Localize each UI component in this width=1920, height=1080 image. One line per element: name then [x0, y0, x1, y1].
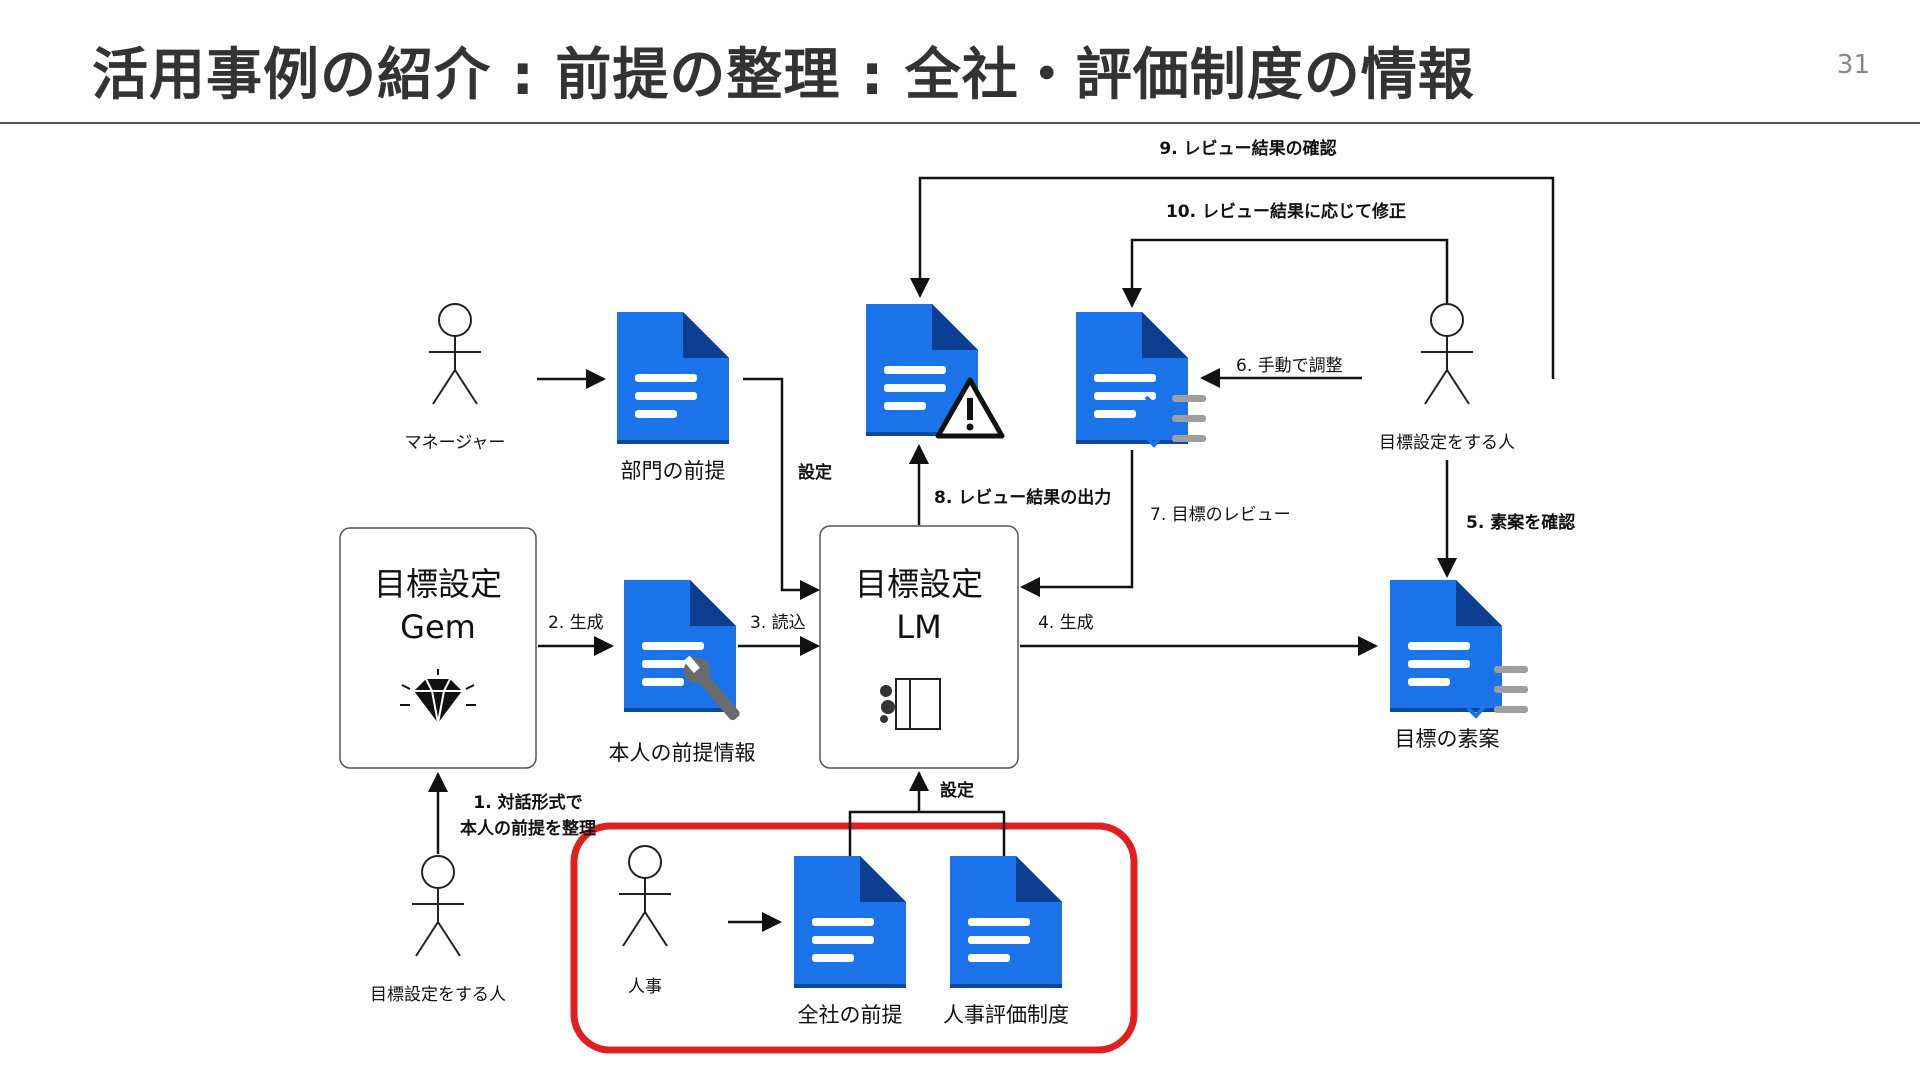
- step-8-label: 8. レビュー結果の出力: [934, 487, 1111, 508]
- doc-review-result[interactable]: [866, 304, 1005, 439]
- step-1-label-line1: 1. 対話形式で: [473, 792, 582, 813]
- doc-company-premise[interactable]: [794, 856, 906, 988]
- step-6-label: 6. 手動で調整: [1236, 356, 1343, 376]
- slide-title: 活用事例の紹介 : 前提の整理 : 全社・評価制度の情報: [92, 43, 1475, 108]
- document-icon: [950, 856, 1062, 988]
- warning-icon: [935, 377, 1005, 439]
- doc-goal-draft-label: 目標の素案: [1395, 727, 1500, 751]
- page-number: 31: [1836, 50, 1870, 80]
- document-icon: [1390, 580, 1502, 712]
- step-3-label: 3. 読込: [750, 613, 806, 633]
- gem-box-line1: 目標設定: [374, 565, 502, 603]
- lm-box-line2: LM: [896, 608, 941, 646]
- goal-setter-bottom-person-icon: [411, 855, 465, 957]
- document-icon: [617, 312, 729, 444]
- doc-hr-evaluation-label: 人事評価制度: [943, 1003, 1069, 1027]
- gem-icon: [400, 669, 476, 724]
- actor-manager-label: マネージャー: [405, 433, 506, 453]
- actor-goal-setter-bottom-label: 目標設定をする人: [370, 985, 506, 1005]
- setting-bottom-label: 設定: [940, 780, 974, 801]
- doc-adjusted-goal[interactable]: [1076, 312, 1208, 447]
- hr-person-icon: [618, 845, 672, 947]
- doc-hr-evaluation[interactable]: [950, 856, 1062, 988]
- manager-person-icon: [428, 303, 482, 405]
- doc-dept-premise[interactable]: [617, 312, 729, 444]
- doc-dept-premise-label: 部門の前提: [621, 459, 726, 483]
- highlight-frame: [570, 822, 1138, 1054]
- gem-box[interactable]: 目標設定 Gem: [339, 527, 537, 769]
- step-4-label: 4. 生成: [1038, 613, 1094, 633]
- connectors: [428, 176, 1555, 932]
- document-icon: [794, 856, 906, 988]
- title-divider: [0, 122, 1920, 124]
- goal-setter-right-person-icon: [1420, 303, 1474, 405]
- step-9-label: 9. レビュー結果の確認: [1159, 138, 1336, 159]
- doc-personal-premise-label: 本人の前提情報: [609, 741, 756, 765]
- actor-goal-setter-right-label: 目標設定をする人: [1379, 433, 1515, 453]
- step-5-label: 5. 素案を確認: [1466, 512, 1575, 533]
- step-1-label-line2: 本人の前提を整理: [460, 818, 596, 839]
- lm-box-line1: 目標設定: [855, 565, 983, 603]
- lm-box[interactable]: 目標設定 LM: [819, 525, 1019, 769]
- doc-personal-premise[interactable]: [624, 580, 747, 726]
- step-10-label: 10. レビュー結果に応じて修正: [1166, 201, 1406, 222]
- gem-box-line2: Gem: [400, 608, 476, 646]
- wrench-icon: [683, 655, 740, 721]
- notebook-icon: [880, 678, 941, 730]
- step-7-label: 7. 目標のレビュー: [1150, 505, 1291, 525]
- doc-goal-draft[interactable]: [1390, 580, 1530, 718]
- actor-hr-label: 人事: [628, 977, 662, 997]
- doc-company-premise-label: 全社の前提: [798, 1003, 903, 1027]
- step-2-label: 2. 生成: [548, 613, 604, 633]
- document-icon: [1076, 312, 1188, 444]
- setting-top-label: 設定: [798, 462, 832, 483]
